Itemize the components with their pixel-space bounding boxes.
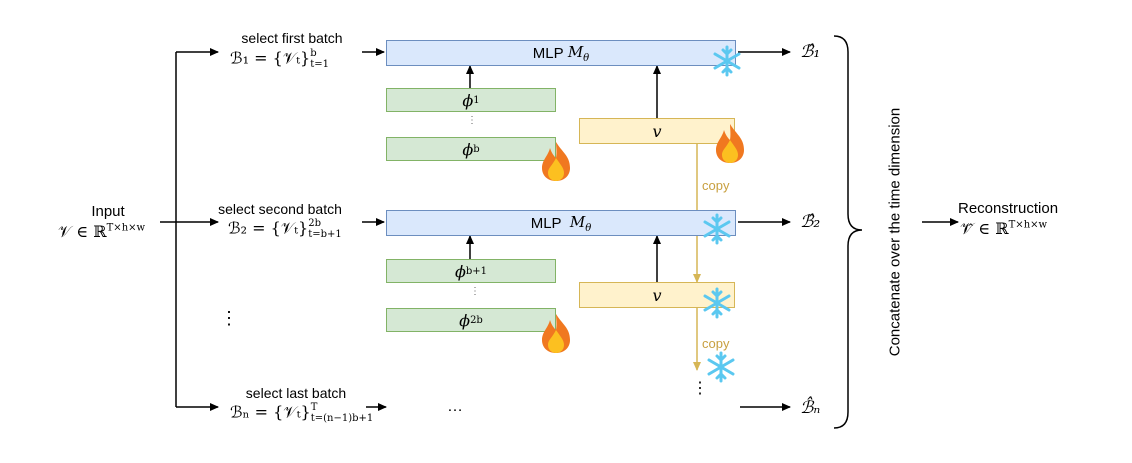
concat-brace (833, 35, 863, 429)
output-batch-n: ℬ̂ₙ (800, 398, 821, 418)
left-vertical-dots: ⋮ (220, 308, 238, 328)
input-label: Input (91, 203, 125, 220)
v-box-1: v (579, 118, 735, 144)
input-math: 𝒱 ∈ ℝT×h×w (58, 222, 146, 241)
snowflake-icon (713, 45, 741, 77)
copy-label-2: copy (702, 336, 730, 351)
snowflake-icon (703, 213, 731, 245)
mlp-box-2: MLP Mθ (386, 210, 736, 236)
mlp-math: Mθ (567, 42, 590, 64)
flame-icon (542, 314, 570, 353)
batchn-title: select last batch (245, 385, 347, 401)
flame-icon (716, 124, 744, 163)
phi-vertical-dots-2: ⋮ (470, 286, 480, 297)
mlp-label: MLP (532, 44, 564, 62)
reconstruction-math: 𝒱̂ ∈ ℝT×h×w (960, 219, 1048, 238)
v-box-2: v (579, 282, 735, 308)
flame-icon (542, 142, 570, 181)
batch1-title: select first batch (241, 30, 343, 46)
snowflake-icon (707, 351, 735, 383)
mlp-math: Mθ (569, 212, 592, 234)
mlp-box-1: MLP Mθ (386, 40, 736, 66)
copy-label-1: copy (702, 178, 730, 193)
output-batch-2: ℬ̂₂ (800, 212, 821, 232)
snowflake-icon (703, 287, 731, 319)
reconstruction-label: Reconstruction (958, 200, 1059, 217)
bottom-horizontal-dots: … (447, 398, 463, 415)
output-batch-1: ℬ̂₁ (800, 42, 821, 62)
phi-vertical-dots-1: ⋮ (467, 115, 477, 126)
batch2-title: select second batch (218, 201, 342, 217)
mlp-label: MLP (530, 214, 562, 232)
concat-label: Concatenate over the time dimension (886, 107, 904, 357)
bottom-vertical-dots: ⋮ (692, 380, 708, 397)
